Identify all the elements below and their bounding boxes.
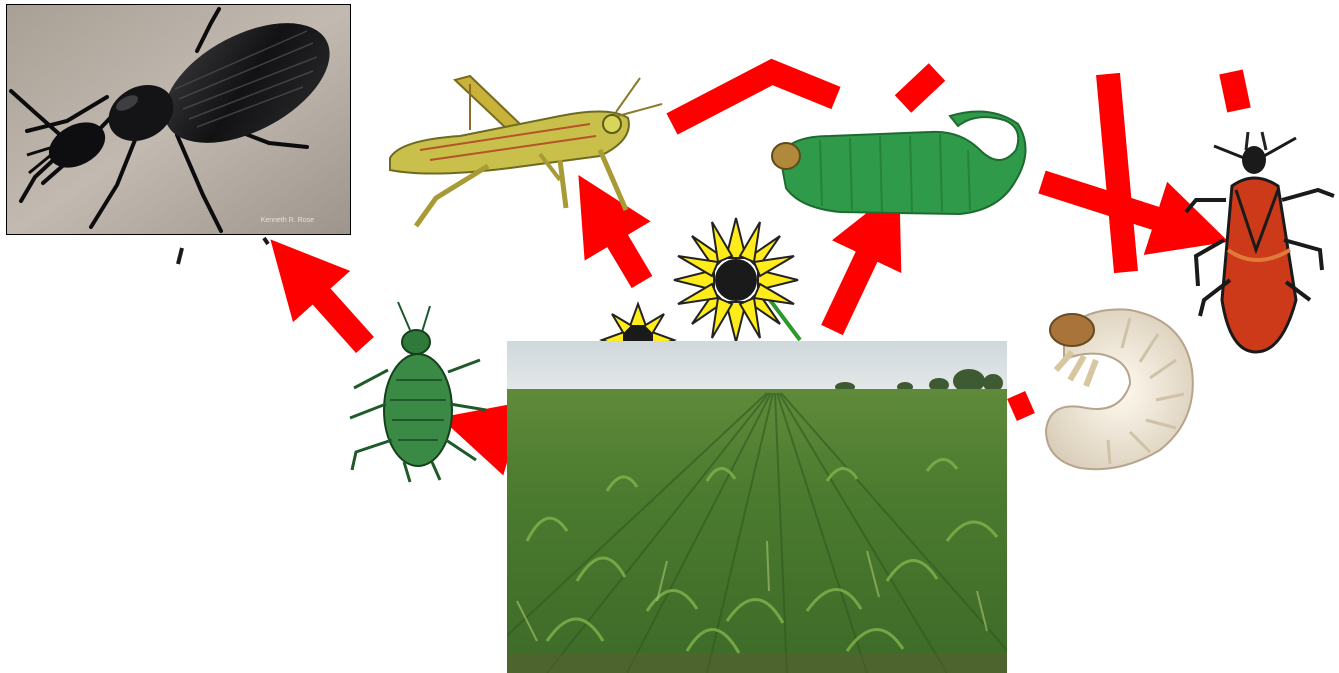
grasshopper-clipart bbox=[390, 76, 662, 226]
arrow-top-zigzag bbox=[672, 72, 836, 124]
caterpillar-clipart bbox=[772, 112, 1026, 215]
white-grub-clipart bbox=[1046, 309, 1193, 469]
arrow-corn-to-grub bbox=[1012, 402, 1030, 410]
arrow-top-long bbox=[1108, 74, 1126, 272]
arrow-sunflower-to-caterpillar bbox=[832, 222, 883, 330]
cornfield-photo bbox=[507, 341, 1007, 673]
arrow-corn-to-aphid bbox=[477, 428, 505, 436]
photo-credit: Kenneth R. Rose bbox=[261, 217, 314, 224]
clipart-fragments bbox=[178, 238, 268, 264]
ground-beetle-photo: Kenneth R. Rose bbox=[6, 4, 351, 235]
aphid-clipart bbox=[350, 302, 486, 482]
arrow-aphid-to-beetle bbox=[296, 268, 365, 345]
arrow-top-short bbox=[903, 72, 937, 104]
arrow-sunflower-to-grasshopper bbox=[598, 208, 642, 282]
arrow-top-right bbox=[1231, 72, 1239, 110]
boxelder-bug-clipart bbox=[1186, 132, 1334, 352]
